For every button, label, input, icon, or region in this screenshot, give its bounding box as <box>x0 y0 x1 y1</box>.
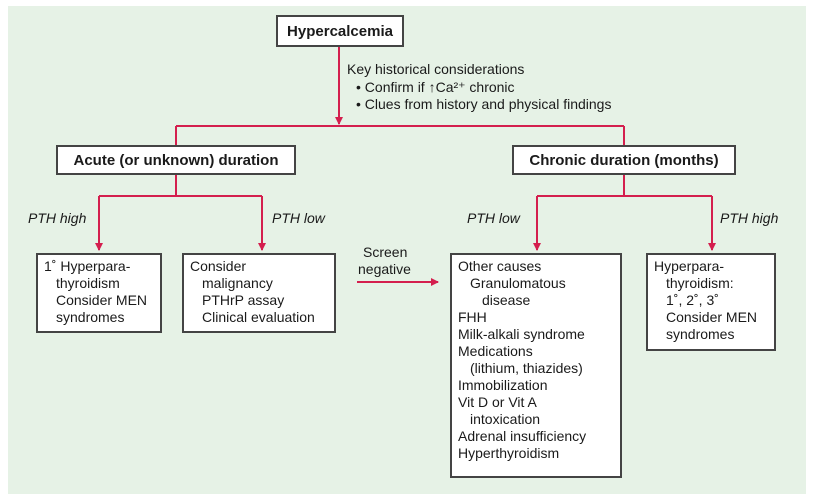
acute-duration-label: Acute (or unknown) duration <box>73 151 279 169</box>
chronic-pth-low-label: PTH low <box>467 210 520 226</box>
chronic-high-line-1: Hyperpara- <box>654 258 725 274</box>
chronic-low-line-5: Milk-alkali syndrome <box>458 326 585 342</box>
acute-duration-box: Acute (or unknown) duration <box>56 145 296 175</box>
chronic-pth-high-box: Hyperpara- thyroidism: 1˚, 2˚, 3˚ Consid… <box>646 253 776 351</box>
acute-high-line-2: thyroidism <box>56 275 120 291</box>
chronic-high-line-5: syndromes <box>666 326 735 342</box>
chronic-low-line-8: Immobilization <box>458 377 548 393</box>
chronic-low-line-4: FHH <box>458 309 487 325</box>
chronic-low-line-7: (lithium, thiazides) <box>470 360 583 376</box>
acute-high-line-1: 1˚ Hyperpara- <box>44 258 131 274</box>
chronic-duration-box: Chronic duration (months) <box>512 145 736 175</box>
acute-pth-low-label: PTH low <box>272 210 325 226</box>
acute-low-line-4: Clinical evaluation <box>202 309 315 325</box>
chronic-low-line-11: Adrenal insufficiency <box>458 428 587 444</box>
chronic-pth-low-box: Other causes Granulomatous disease FHH M… <box>450 253 622 478</box>
considerations-bullet-2: • Clues from history and physical findin… <box>356 96 612 112</box>
root-box: Hypercalcemia <box>276 15 404 47</box>
root-label: Hypercalcemia <box>287 22 393 40</box>
chronic-low-line-3: disease <box>482 292 531 308</box>
screen-negative-line-2: negative <box>358 261 411 277</box>
screen-negative-line-1: Screen <box>363 244 408 260</box>
acute-low-line-3: PTHrP assay <box>202 292 285 308</box>
chronic-low-line-6: Medications <box>458 343 533 359</box>
chronic-low-line-2: Granulomatous <box>470 275 566 291</box>
chronic-high-line-2: thyroidism: <box>666 275 734 291</box>
acute-pth-high-label: PTH high <box>28 210 87 226</box>
chronic-high-line-4: Consider MEN <box>666 309 758 325</box>
acute-pth-low-box: Consider malignancy PTHrP assay Clinical… <box>182 253 336 333</box>
chronic-pth-high-label: PTH high <box>720 210 779 226</box>
chronic-low-line-12: Hyperthyroidism <box>458 445 560 461</box>
chronic-low-line-9: Vit D or Vit A <box>458 394 537 410</box>
diagram-background <box>8 6 806 494</box>
chronic-low-line-1: Other causes <box>458 258 542 274</box>
acute-high-line-4: syndromes <box>56 309 125 325</box>
chronic-duration-label: Chronic duration (months) <box>529 151 719 169</box>
acute-low-line-1: Consider <box>190 258 247 274</box>
acute-high-line-3: Consider MEN <box>56 292 148 308</box>
considerations-title: Key historical considerations <box>347 61 525 77</box>
acute-low-line-2: malignancy <box>202 275 273 291</box>
chronic-high-line-3: 1˚, 2˚, 3˚ <box>666 292 719 308</box>
considerations-bullet-1: • Confirm if ↑Ca²⁺ chronic <box>356 79 515 95</box>
chronic-low-line-10: intoxication <box>470 411 541 427</box>
acute-pth-high-box: 1˚ Hyperpara- thyroidism Consider MEN sy… <box>36 253 162 333</box>
